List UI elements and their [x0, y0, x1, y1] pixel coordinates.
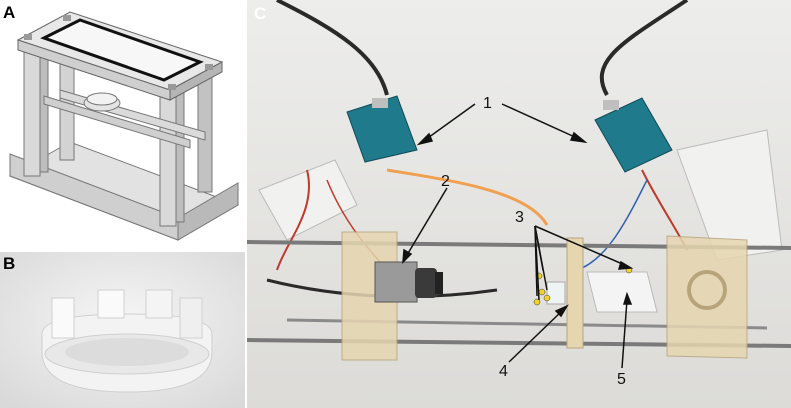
panel-b-cad-cup: B — [0, 252, 245, 408]
callout-5: 5 — [617, 371, 626, 388]
callout-1: 1 — [483, 95, 492, 112]
callout-3: 3 — [515, 209, 524, 226]
panel-label-b: B — [3, 254, 16, 273]
callout-4: 4 — [499, 363, 508, 380]
cup-render — [0, 252, 245, 408]
stand-render — [8, 11, 240, 241]
callout-2: 2 — [441, 173, 450, 190]
frame-right-plate — [666, 235, 748, 359]
arduino-right — [594, 97, 673, 173]
setup-photo: 1 2 3 4 5 — [247, 0, 791, 408]
camera — [374, 261, 443, 303]
arduino-left — [346, 95, 418, 163]
panel-label-c: C — [254, 4, 267, 23]
panel-label-a: A — [3, 3, 16, 22]
panel-c-photo-setup: 1 2 3 4 5 C — [247, 0, 791, 408]
panel-a-cad-stand: A — [0, 0, 245, 250]
